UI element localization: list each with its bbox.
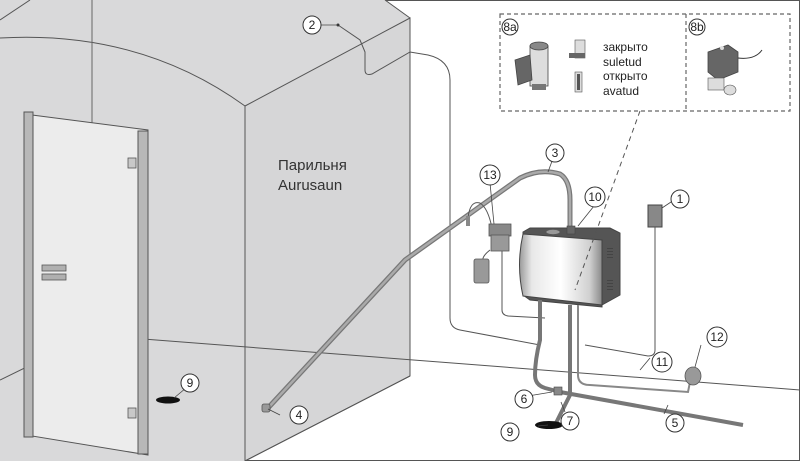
svg-text:4: 4 xyxy=(296,408,303,422)
callout-8a xyxy=(501,18,519,36)
svg-text:12: 12 xyxy=(710,330,724,344)
aroma-pump xyxy=(466,202,546,319)
valve-inset: закрыто suletud открыто avatud 8a 8b xyxy=(499,13,791,291)
generator-body xyxy=(519,233,603,306)
room-label-ru: Парильня xyxy=(278,157,347,174)
door-hinge-top xyxy=(127,157,137,169)
svg-text:5: 5 xyxy=(672,416,679,430)
svg-text:8a: 8a xyxy=(503,20,517,34)
shutoff-valve-icon xyxy=(553,386,563,396)
steam-nozzle-icon xyxy=(261,403,271,413)
power-outlet-icon xyxy=(684,366,702,386)
callout-6: 6 xyxy=(514,389,534,409)
svg-text:11: 11 xyxy=(656,355,669,369)
callout-10: 10 xyxy=(584,186,606,208)
svg-text:9: 9 xyxy=(507,425,514,439)
door-handle xyxy=(41,264,67,272)
callout-11: 11 xyxy=(651,351,673,373)
svg-text:3: 3 xyxy=(552,146,559,160)
callout-3: 3 xyxy=(545,143,565,163)
svg-text:7: 7 xyxy=(567,414,574,428)
door-hinge-bottom xyxy=(127,407,137,419)
sensor-wire xyxy=(337,24,541,346)
open-label-et: avatud xyxy=(603,84,639,98)
svg-text:6: 6 xyxy=(521,392,528,406)
ceiling-curve xyxy=(0,36,246,107)
closed-label-et: suletud xyxy=(603,55,642,69)
door-frame-left xyxy=(23,111,34,438)
floor-line xyxy=(91,334,800,391)
svg-text:2: 2 xyxy=(309,18,316,32)
callout-7: 7 xyxy=(560,411,580,431)
callout-5: 5 xyxy=(665,413,685,433)
inset-pointer xyxy=(574,110,641,291)
svg-text:10: 10 xyxy=(588,190,602,204)
control-cable xyxy=(584,227,656,357)
water-supply-pipe xyxy=(559,390,744,427)
door-frame-right xyxy=(137,130,149,455)
power-cable xyxy=(577,305,691,394)
callouts: 1 2 3 4 5 6 7 9 9 10 11 12 13 xyxy=(180,15,728,442)
aroma-bottle-icon xyxy=(473,258,490,284)
manual-valve-icon xyxy=(514,41,549,90)
steam-generator xyxy=(519,225,621,308)
callout-9-sauna: 9 xyxy=(180,373,200,393)
control-panel-icon xyxy=(647,204,663,228)
callout-13: 13 xyxy=(479,164,501,186)
floor-drain-sauna-icon xyxy=(156,396,180,404)
callout-2: 2 xyxy=(302,15,322,35)
svg-text:8b: 8b xyxy=(690,20,704,34)
callout-1: 1 xyxy=(670,189,690,209)
svg-text:9: 9 xyxy=(187,376,194,390)
solenoid-valve-icon xyxy=(707,44,763,96)
callout-8b xyxy=(688,18,706,36)
svg-text:13: 13 xyxy=(483,168,497,182)
closed-label-ru: закрыто xyxy=(603,40,648,54)
water-inlet-pipe xyxy=(532,300,561,394)
room-label-et: Aurusaun xyxy=(278,177,342,194)
glass-door xyxy=(23,111,149,456)
callout-4: 4 xyxy=(289,405,309,425)
floor-drain-generator-icon xyxy=(535,421,563,429)
svg-text:1: 1 xyxy=(677,192,684,206)
open-label-ru: открыто xyxy=(603,69,648,83)
leader-lines xyxy=(173,24,702,427)
callout-12: 12 xyxy=(706,326,728,348)
callout-9-generator: 9 xyxy=(500,422,520,442)
safety-valve-icon xyxy=(566,225,576,235)
